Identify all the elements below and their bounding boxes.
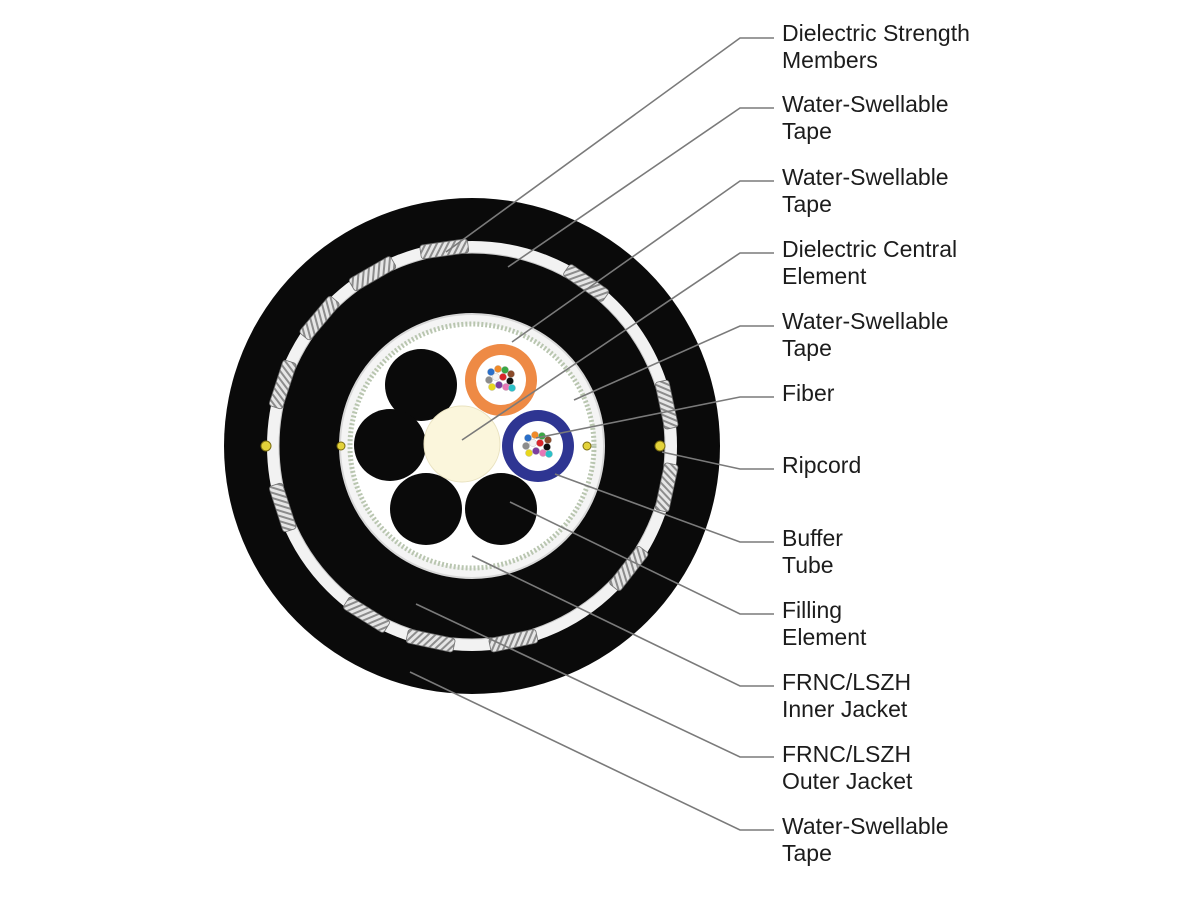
fiber <box>524 434 532 442</box>
fiber <box>499 373 507 381</box>
fiber <box>485 376 493 384</box>
fiber <box>544 436 552 444</box>
label-water-swellable-tape: Water-Swellable Tape <box>782 308 1182 362</box>
strength-member <box>654 379 679 430</box>
leader-line <box>661 451 774 470</box>
label-water-swellable-tape: Water-Swellable Tape <box>782 91 1182 145</box>
filling-element <box>390 473 462 545</box>
label-filling-element: Filling Element <box>782 597 1182 651</box>
fiber <box>522 442 530 450</box>
fiber <box>488 383 496 391</box>
leader-line <box>554 473 774 543</box>
label-water-swellable-tape: Water-Swellable Tape <box>782 813 1182 867</box>
strength-member <box>299 296 340 341</box>
fiber <box>494 365 502 373</box>
fiber <box>536 439 544 447</box>
fiber <box>529 439 537 447</box>
label-line: Tape <box>782 118 832 144</box>
strength-member <box>488 628 539 653</box>
leader-line <box>507 107 774 268</box>
ripcord <box>582 441 592 451</box>
label-line: Water-Swellable <box>782 91 949 117</box>
label-dielectric-strength-members: Dielectric Strength Members <box>782 20 1182 74</box>
strength-member <box>269 482 297 533</box>
label-buffer-tube: Buffer Tube <box>782 525 1182 579</box>
label-line: Dielectric Central <box>782 236 958 262</box>
label-outer-jacket: FRNC/LSZH Outer Jacket <box>782 741 1182 795</box>
label-line: Tape <box>782 191 832 217</box>
ripcord <box>654 440 666 452</box>
strength-member <box>609 546 649 591</box>
leader-line <box>535 396 774 439</box>
leader-lines <box>409 37 774 831</box>
label-line: Tape <box>782 335 832 361</box>
strength-member <box>654 462 679 513</box>
fiber-bundle <box>522 431 553 458</box>
leader-line <box>471 555 774 687</box>
filling-element <box>465 473 537 545</box>
label-line: Water-Swellable <box>782 164 949 190</box>
label-water-swellable-tape: Water-Swellable Tape <box>782 164 1182 218</box>
strength-member <box>343 596 390 633</box>
label-line: Water-Swellable <box>782 308 949 334</box>
strength-member <box>563 264 610 302</box>
ripcord <box>260 440 272 452</box>
filling-element <box>385 349 457 421</box>
label-line: Water-Swellable <box>782 813 949 839</box>
fiber <box>525 449 533 457</box>
label-line: Buffer <box>782 525 843 551</box>
strength-member <box>405 628 456 653</box>
label-line: FRNC/LSZH <box>782 669 912 695</box>
leader-line <box>409 671 774 831</box>
label-dielectric-central-element: Dielectric Central Element <box>782 236 1182 290</box>
fiber <box>532 447 540 455</box>
leader-line <box>445 37 774 253</box>
label-line: Inner Jacket <box>782 696 908 722</box>
label-line: Filling <box>782 597 843 623</box>
label-line: Tube <box>782 552 834 578</box>
filling-element <box>354 409 426 481</box>
label-line: Element <box>782 263 867 289</box>
fiber <box>487 368 495 376</box>
ripcord <box>336 441 346 451</box>
fiber <box>506 377 514 385</box>
strength-member <box>269 359 297 410</box>
fiber-bundle <box>485 365 516 392</box>
label-line: Dielectric Strength <box>782 20 970 46</box>
label-ripcord: Ripcord <box>782 452 1182 479</box>
fiber <box>501 366 509 374</box>
fiber <box>545 450 553 458</box>
label-line: FRNC/LSZH <box>782 741 912 767</box>
label-line: Fiber <box>782 380 835 406</box>
label-inner-jacket: FRNC/LSZH Inner Jacket <box>782 669 1182 723</box>
label-line: Tape <box>782 840 832 866</box>
fiber <box>543 443 551 451</box>
outer-tape-ring <box>267 241 677 651</box>
fiber <box>492 373 500 381</box>
fiber <box>495 381 503 389</box>
label-line: Ripcord <box>782 452 862 478</box>
label-line: Element <box>782 624 867 650</box>
leader-line <box>511 180 774 343</box>
strength-member <box>348 256 397 292</box>
leader-line <box>509 501 774 615</box>
leader-line <box>415 603 774 758</box>
dielectric-central-element <box>423 405 501 483</box>
label-line: Outer Jacket <box>782 768 913 794</box>
leader-line <box>573 325 774 401</box>
fiber <box>508 384 516 392</box>
fiber <box>507 370 515 378</box>
label-line: Members <box>782 47 878 73</box>
label-fiber: Fiber <box>782 380 1182 407</box>
leader-line <box>461 252 774 441</box>
